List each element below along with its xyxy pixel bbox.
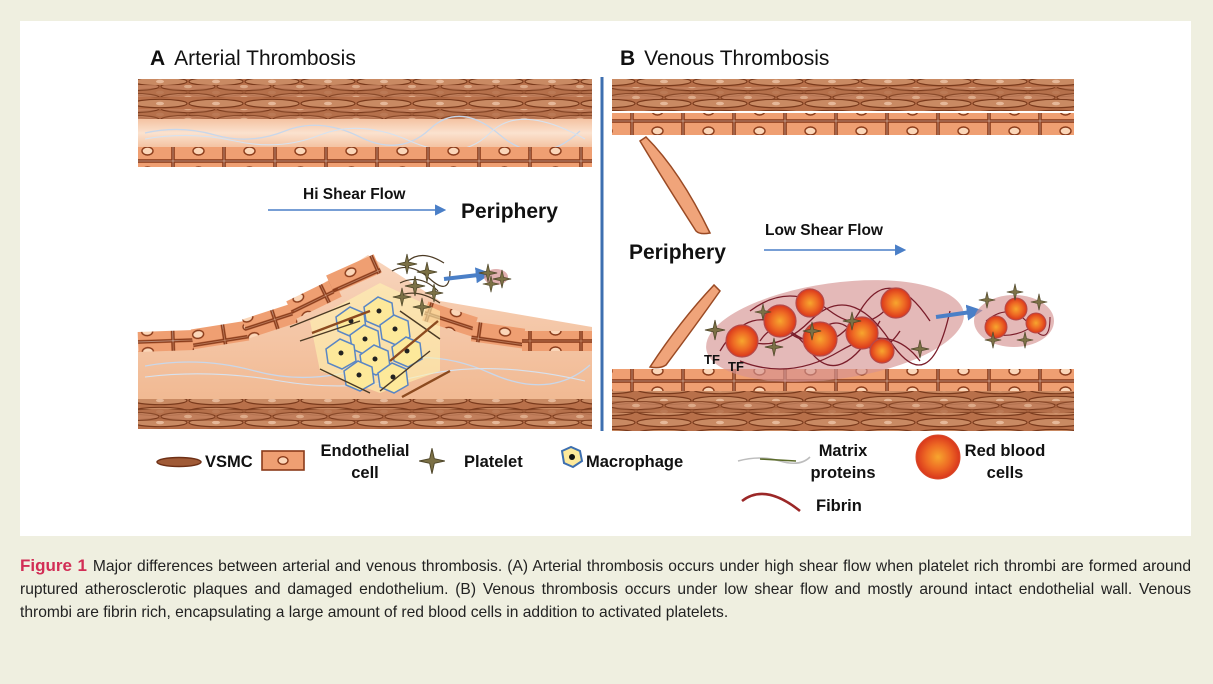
endothelial-cell-icon (261, 450, 305, 471)
caption-label: Figure 1 (20, 556, 87, 575)
panel-a-title: A Arterial Thrombosis (142, 47, 364, 71)
panel-a-periphery-label: Periphery (461, 200, 558, 223)
panel-b-periphery-label: Periphery (629, 241, 726, 264)
tf-label-1: TF (704, 352, 720, 367)
legend-fibrin-label: Fibrin (816, 497, 862, 515)
vsmc-icon (156, 456, 202, 468)
tf-label-2: TF (728, 359, 744, 374)
red-blood-cell-icon (915, 434, 961, 480)
figure-illustration (137, 77, 1074, 513)
legend-red-blood-cells-label: Red blood cells (964, 442, 1046, 482)
panel-a-title-text: Arterial Thrombosis (174, 47, 356, 70)
panel-b-letter: B (620, 47, 636, 70)
panel-b-title: B Venous Thrombosis (612, 47, 838, 71)
platelet-icon (418, 447, 446, 475)
legend-icons (156, 434, 961, 513)
panel-a-flow-label: Hi Shear Flow (303, 186, 406, 203)
macrophage-icon (560, 445, 584, 469)
panel-b-title-text: Venous Thrombosis (644, 47, 830, 70)
caption-text: Major differences between arterial and v… (20, 558, 1191, 621)
panel-b-flow-label: Low Shear Flow (765, 222, 883, 239)
legend-vsmc-label: VSMC (205, 453, 253, 471)
panel-b-vessel (612, 79, 1074, 431)
legend-endothelial-cell-label: Endothelial cell (320, 442, 410, 482)
legend-macrophage-label: Macrophage (586, 453, 684, 471)
panel-a-plaque (289, 283, 451, 399)
matrix-proteins-icon (737, 456, 811, 465)
legend-platelet-label: Platelet (464, 453, 523, 471)
fibrin-icon (741, 492, 801, 513)
panel-a-letter: A (150, 47, 166, 70)
panel-b-thrombus (704, 280, 1054, 382)
legend-matrix-proteins-label: Matrix proteins (810, 442, 876, 482)
panel-a-thrombus (391, 253, 512, 317)
